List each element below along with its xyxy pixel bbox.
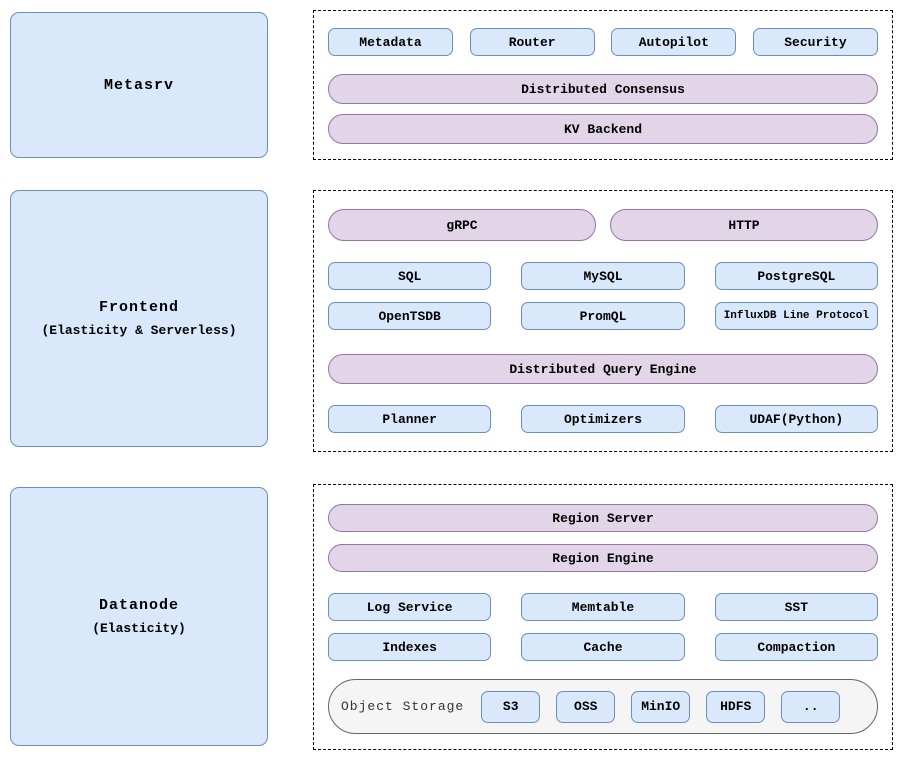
pill-distributed-consensus: Distributed Consensus [328, 74, 878, 104]
object-storage-group: Object Storage S3 OSS MinIO HDFS .. [328, 679, 878, 734]
node-other-storage: .. [781, 690, 841, 723]
node-sst: SST [714, 593, 878, 621]
frontend-sublabel: (Elasticity & Serverless) [41, 323, 237, 338]
frontend-detail-panel: gRPC HTTP SQL MySQL PostgreSQL OpenTSDB … [313, 190, 893, 452]
node-autopilot: Autopilot [611, 28, 737, 56]
datanode-label: Datanode [98, 597, 179, 614]
pill-grpc: gRPC [328, 209, 596, 241]
node-s3: S3 [481, 690, 541, 723]
node-oss: OSS [556, 690, 616, 723]
pill-http: HTTP [610, 209, 878, 241]
node-security: Security [752, 28, 878, 56]
datanode-component-box: Datanode (Elasticity) [10, 487, 268, 746]
metasrv-component-box: Metasrv [10, 12, 268, 158]
node-cache: Cache [521, 633, 685, 661]
pill-kv-backend: KV Backend [328, 114, 878, 144]
frontend-label: Frontend [98, 299, 179, 316]
node-indexes: Indexes [328, 633, 492, 661]
node-promql: PromQL [521, 302, 685, 330]
node-opentsdb: OpenTSDB [328, 302, 492, 330]
node-router: Router [469, 28, 595, 56]
node-planner: Planner [328, 405, 492, 433]
node-compaction: Compaction [714, 633, 878, 661]
pill-distributed-query-engine: Distributed Query Engine [328, 354, 878, 384]
metasrv-detail-panel: Metadata Router Autopilot Security Distr… [313, 10, 893, 160]
node-sql: SQL [328, 262, 492, 290]
metasrv-label: Metasrv [103, 76, 174, 94]
object-storage-label: Object Storage [341, 699, 465, 714]
frontend-component-box: Frontend (Elasticity & Serverless) [10, 190, 268, 447]
datanode-sublabel: (Elasticity) [92, 621, 186, 636]
node-hdfs: HDFS [706, 690, 766, 723]
node-mysql: MySQL [521, 262, 685, 290]
node-metadata: Metadata [328, 28, 453, 56]
node-udaf-python: UDAF(Python) [714, 405, 878, 433]
pill-region-engine: Region Engine [328, 544, 878, 572]
pill-region-server: Region Server [328, 504, 878, 532]
node-postgresql: PostgreSQL [714, 262, 878, 290]
node-memtable: Memtable [521, 593, 685, 621]
node-influxdb-line-protocol: InfluxDB Line Protocol [714, 302, 878, 330]
node-minio: MinIO [631, 690, 691, 723]
node-log-service: Log Service [328, 593, 492, 621]
datanode-detail-panel: Region Server Region Engine Log Service … [313, 484, 893, 750]
node-optimizers: Optimizers [521, 405, 685, 433]
